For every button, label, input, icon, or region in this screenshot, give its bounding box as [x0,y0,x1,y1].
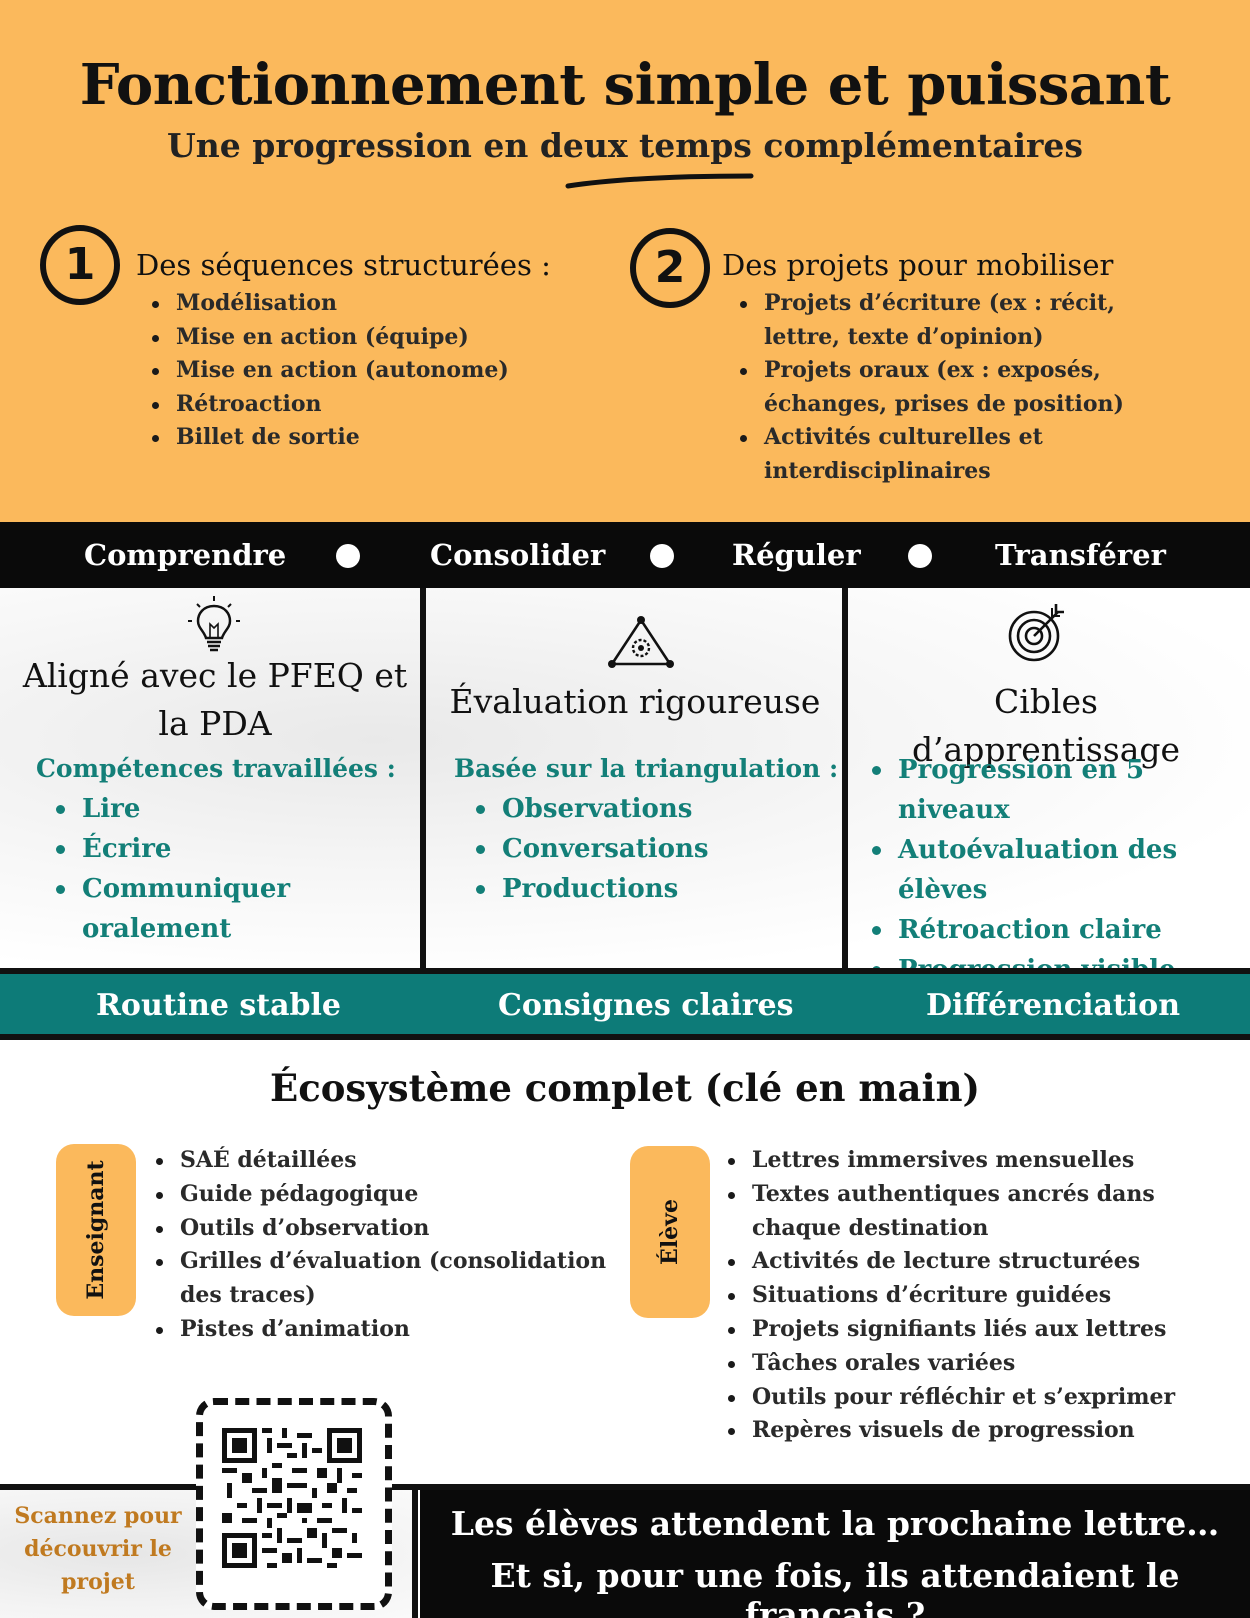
list-item: SAÉ détaillées [152,1144,622,1178]
bullet-dot-icon [650,544,674,568]
list-item: Progression en 5 niveaux [868,750,1238,830]
list-item: Activités culturelles et interdisciplina… [736,421,1156,488]
principle-routine: Routine stable [96,988,341,1023]
principle-differenciation: Différenciation [926,988,1181,1023]
teacher-tab-label: Enseignant [83,1160,109,1300]
gear-triangle-icon [608,616,674,668]
intro-section [0,0,1250,522]
qr-code-icon[interactable] [222,1428,362,1568]
list-item: Pistes d’animation [152,1313,622,1347]
list-item: Guide pédagogique [152,1178,622,1212]
step-2-number: 2 [630,228,710,308]
list-item: Repères visuels de progression [724,1414,1214,1448]
list-item: Rétroaction [148,388,548,422]
list-item: Outils pour réfléchir et s’exprimer [724,1381,1214,1415]
card-2-list: Observations Conversations Productions [472,789,822,909]
cycle-bar: Comprendre Consolider Réguler Transférer [0,522,1250,588]
footer-quote-line1: Les élèves attendent la prochaine lettre… [450,1504,1220,1543]
bullet-dot-icon [336,544,360,568]
page-subtitle: Une progression en deux temps complément… [166,126,1084,165]
list-item: Tâches orales variées [724,1347,1214,1381]
list-item: Autoévaluation des élèves [868,830,1238,910]
step-1-list: Modélisation Mise en action (équipe) Mis… [148,287,548,455]
list-item: Modélisation [148,287,548,321]
teacher-tab: Enseignant [56,1144,136,1316]
list-item: Projets d’écriture (ex : récit, lettre, … [736,287,1156,354]
card-divider [842,588,848,968]
list-item: Écrire [52,829,412,869]
list-item: Projets signifiants liés aux lettres [724,1313,1214,1347]
principle-consignes: Consignes claires [498,988,794,1023]
list-item: Projets oraux (ex : exposés, échanges, p… [736,354,1156,421]
step-2-list: Projets d’écriture (ex : récit, lettre, … [736,287,1156,488]
scan-prompt: Scannez pour découvrir le projet [14,1503,182,1595]
target-icon [1008,604,1064,662]
list-item: Textes authentiques ancrés dans chaque d… [724,1178,1214,1246]
step-1-title: Des séquences structurées : [136,248,551,282]
list-item: Lire [52,789,412,829]
footer-quote-panel [420,1490,1250,1618]
card-1-title: Aligné avec le PFEQ et la PDA [22,656,408,743]
card-3-list: Progression en 5 niveaux Autoévaluation … [868,750,1238,990]
ecosystem-title: Écosystème complet (clé en main) [270,1066,980,1110]
list-item: Situations d’écriture guidées [724,1279,1214,1313]
step-2-title: Des projets pour mobiliser [722,248,1114,282]
page-title: Fonctionnement simple et puissant [79,52,1171,118]
cycle-step-comprendre: Comprendre [84,538,287,572]
footer-quote-line2: Et si, pour une fois, ils attendaient le… [490,1556,1180,1618]
footer-divider [0,1484,1250,1490]
student-tab-label: Élève [657,1199,683,1265]
list-item: Activités de lecture structurées [724,1245,1214,1279]
cycle-step-reguler: Réguler [732,538,861,572]
card-1-list: Lire Écrire Communiquer oralement [52,789,412,949]
list-item: Mise en action (autonome) [148,354,548,388]
card-3-title: Cibles d’apprentissage [911,682,1181,769]
list-item: Billet de sortie [148,421,548,455]
principles-bar: Routine stable Consignes claires Différe… [0,968,1250,1040]
student-tab: Élève [630,1146,710,1318]
list-item: Communiquer oralement [52,869,412,949]
underline-swoosh-icon [565,173,754,189]
card-2-title: Évaluation rigoureuse [449,682,821,721]
lightbulb-icon [188,596,240,652]
list-item: Lettres immersives mensuelles [724,1144,1214,1178]
list-item: Observations [472,789,822,829]
student-list: Lettres immersives mensuelles Textes aut… [724,1144,1214,1448]
cycle-step-transferer: Transférer [995,538,1166,572]
cycle-step-consolider: Consolider [430,538,606,572]
list-item: Conversations [472,829,822,869]
footer-divider-vertical [412,1490,418,1618]
bullet-dot-icon [908,544,932,568]
list-item: Outils d’observation [152,1212,622,1246]
list-item: Mise en action (équipe) [148,321,548,355]
card-1-subtitle: Compétences travaillées : [36,754,396,783]
teacher-list: SAÉ détaillées Guide pédagogique Outils … [152,1144,622,1347]
list-item: Productions [472,869,822,909]
list-item: Grilles d’évaluation (consolidation des … [152,1245,622,1313]
step-1-number: 1 [40,225,120,305]
card-2-subtitle: Basée sur la triangulation : [454,754,839,783]
list-item: Rétroaction claire [868,910,1238,950]
card-divider [420,588,426,968]
